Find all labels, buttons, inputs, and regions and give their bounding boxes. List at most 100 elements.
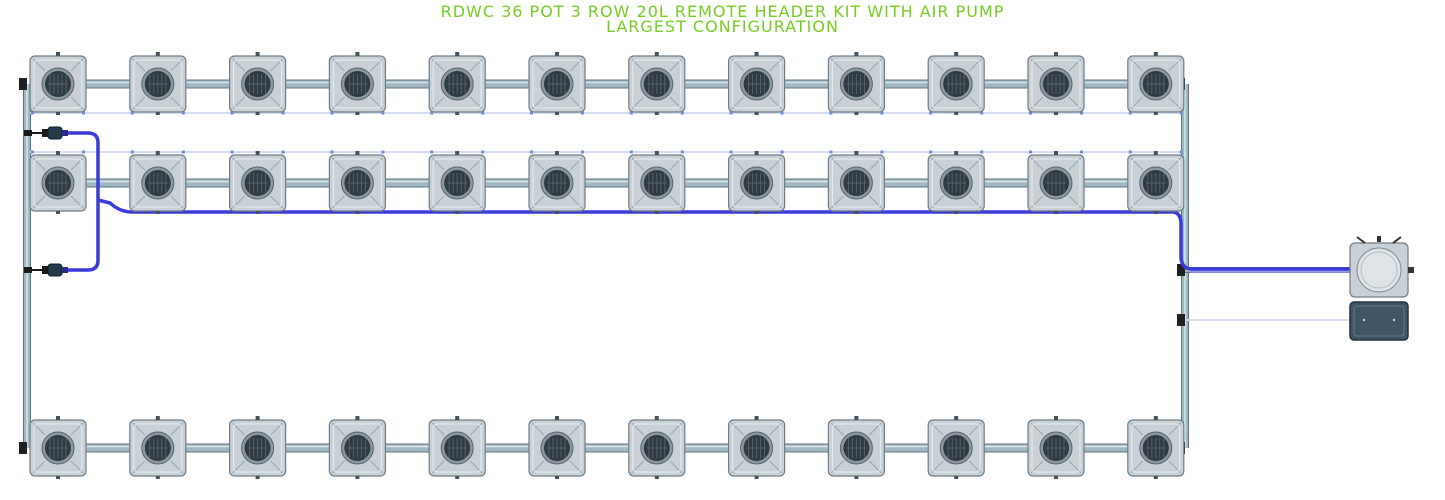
valve-outlet xyxy=(62,267,68,273)
pot-r1-c2 xyxy=(129,52,187,115)
pot-r1-c12 xyxy=(1127,52,1185,115)
pot-inner-edge xyxy=(732,158,782,208)
header-tank-lid-ring xyxy=(1360,251,1398,289)
pot-r1-c10 xyxy=(927,52,985,115)
pot-tab xyxy=(954,211,959,214)
line-fitting xyxy=(880,150,884,154)
pot-inner-edge xyxy=(1031,423,1081,473)
line-fitting xyxy=(481,150,485,154)
line-fitting xyxy=(281,111,285,115)
pot-inner-edge xyxy=(1131,423,1181,473)
air-and-return-lines xyxy=(30,111,1350,321)
pot-inner-edge xyxy=(432,423,482,473)
pot-bevel xyxy=(1030,58,1082,110)
pot-bevel xyxy=(531,157,583,209)
end-cap xyxy=(19,78,27,90)
pot-tab xyxy=(255,211,260,214)
pot-tab xyxy=(155,211,160,214)
pot-tab xyxy=(854,476,859,479)
pot-tab xyxy=(954,151,959,155)
pot-inner-edge xyxy=(532,59,582,109)
pot-tab xyxy=(1153,211,1158,214)
pot-inner-edge xyxy=(1031,158,1081,208)
pot-tab xyxy=(455,476,460,479)
line-fitting xyxy=(729,111,733,115)
pot-tab xyxy=(555,476,559,479)
pot-tab xyxy=(56,476,60,479)
pot-bevel xyxy=(1030,422,1082,474)
pot-bevel xyxy=(631,422,683,474)
pot-r1-c6 xyxy=(528,52,586,115)
pot-bevel xyxy=(332,58,383,110)
pot-r2-c3 xyxy=(229,151,287,214)
header-tank-fitting xyxy=(1408,267,1414,273)
pot-inner-edge xyxy=(632,59,682,109)
line-fitting xyxy=(780,150,784,154)
pot-r3-c7 xyxy=(628,416,686,479)
air-pump xyxy=(1349,301,1409,341)
pot-grid xyxy=(29,52,1185,479)
line-fitting xyxy=(381,150,385,154)
pot-tab xyxy=(355,52,360,56)
line-fitting xyxy=(281,150,285,154)
pot-r2-c1 xyxy=(29,151,87,214)
diagram-title-line-2: LARGEST CONFIGURATION xyxy=(606,17,839,36)
line-fitting xyxy=(230,150,234,154)
connector-fitting xyxy=(42,129,48,137)
line-fitting xyxy=(1080,111,1083,115)
pot-tab xyxy=(654,151,659,155)
pot-bevel xyxy=(431,58,483,110)
line-fitting xyxy=(1179,111,1183,115)
pot-tab xyxy=(754,416,759,420)
pot-inner-edge xyxy=(931,158,981,208)
line-fitting xyxy=(181,111,185,115)
pot-tab xyxy=(1054,211,1058,214)
pot-tab xyxy=(1153,52,1158,56)
pot-tab xyxy=(155,112,160,115)
pot-r2-c12 xyxy=(1127,151,1185,214)
pot-tab xyxy=(1153,151,1158,155)
pot-inner-edge xyxy=(332,158,382,208)
pot-tab xyxy=(1054,151,1058,155)
pot-tab xyxy=(754,211,759,214)
pot-inner-edge xyxy=(133,423,183,473)
pot-inner-edge xyxy=(1131,158,1181,208)
line-fitting xyxy=(829,150,833,154)
pot-bevel xyxy=(332,422,383,474)
line-fitting xyxy=(829,111,833,115)
pot-bevel xyxy=(1130,422,1182,474)
line-fitting xyxy=(430,150,434,154)
pot-r3-c11 xyxy=(1027,416,1085,479)
pot-tab xyxy=(954,112,959,115)
air-pump-body xyxy=(1349,301,1409,341)
pot-inner-edge xyxy=(532,158,582,208)
line-fitting xyxy=(1179,150,1183,154)
pot-tab xyxy=(455,211,460,214)
pot-tab xyxy=(1153,416,1158,420)
pot-tab xyxy=(56,52,60,56)
pot-inner-edge xyxy=(831,158,881,208)
pot-bevel xyxy=(831,157,882,209)
pot-tab xyxy=(1054,416,1058,420)
pot-tab xyxy=(1153,476,1158,479)
pot-inner-edge xyxy=(33,59,83,109)
header-tank-handle xyxy=(1356,236,1402,244)
pot-bevel xyxy=(32,157,84,209)
pot-inner-edge xyxy=(732,423,782,473)
pot-inner-edge xyxy=(332,423,382,473)
air-pump-screw xyxy=(1362,318,1366,322)
pot-bevel xyxy=(32,422,84,474)
pot-bevel xyxy=(431,157,483,209)
check-valve xyxy=(47,263,63,277)
pot-tab xyxy=(255,52,260,56)
pot-inner-edge xyxy=(931,423,981,473)
header-tank-tab xyxy=(1377,236,1381,242)
pot-tab xyxy=(555,52,559,56)
pot-inner-edge xyxy=(831,59,881,109)
pot-r3-c2 xyxy=(129,416,187,479)
pot-tab xyxy=(355,416,360,420)
line-fitting xyxy=(82,150,85,154)
pot-inner-edge xyxy=(332,59,382,109)
pot-bevel xyxy=(831,422,882,474)
